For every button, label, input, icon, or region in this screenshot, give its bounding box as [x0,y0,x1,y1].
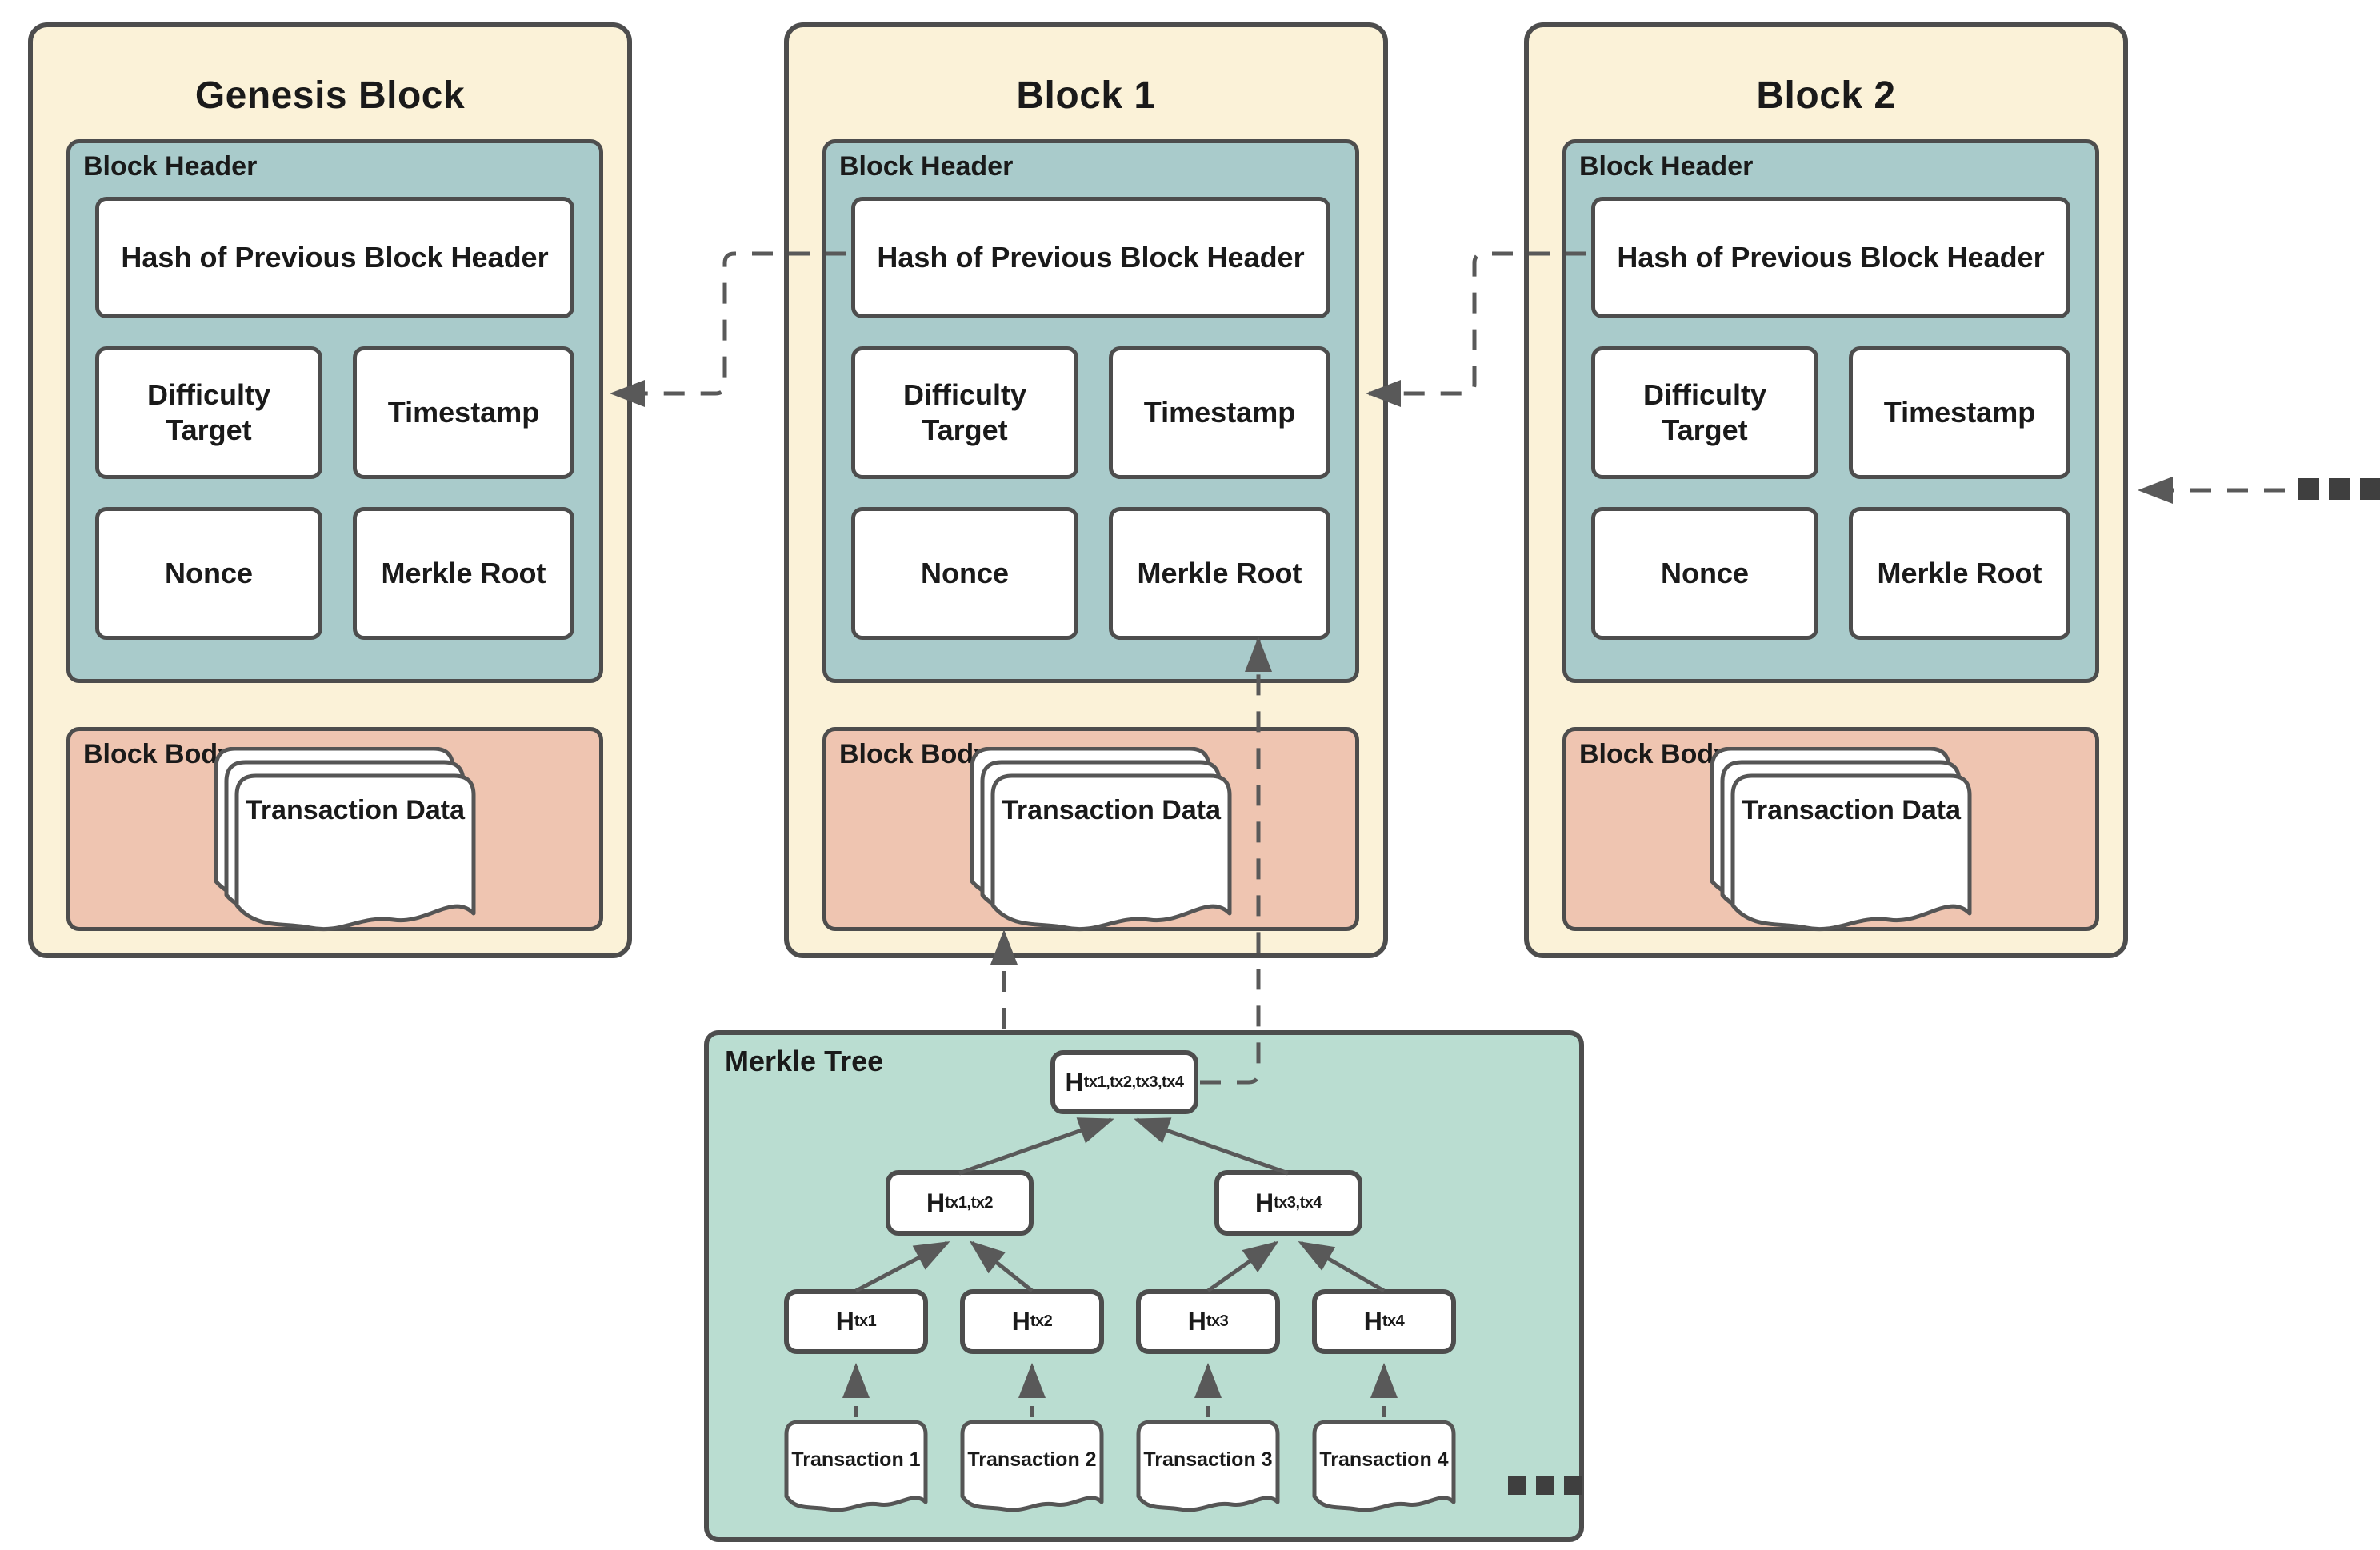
block-header-label: Block Header [1579,151,1754,182]
transaction-2-document: Transaction 2 [960,1420,1104,1525]
hash-of-previous-block-header-box: Hash of Previous Block Header [95,197,574,318]
block-2: Block 2 Block Header Hash of Previous Bl… [1524,22,2128,958]
genesis-block: Genesis Block Block Header Hash of Previ… [28,22,632,958]
block-body-label: Block Body [1579,739,1730,769]
document-icon [784,1420,928,1512]
block-header-label: Block Header [83,151,258,182]
transaction-3-document: Transaction 3 [1136,1420,1280,1525]
nonce-box: Nonce [851,507,1078,640]
difficulty-target-box: Difficulty Target [95,346,322,479]
merkle-root-box: Merkle Root [1849,507,2070,640]
block-header-panel: Block Header Hash of Previous Block Head… [1562,139,2099,683]
more-transactions-ellipsis-icon [1508,1476,1582,1495]
document-icon [1136,1420,1280,1512]
block-body-panel: Block Body Transaction Data [822,727,1359,932]
timestamp-box: Timestamp [1849,346,2070,479]
block-title: Block 2 [1756,74,1896,117]
block-header-panel: Block Header Hash of Previous Block Head… [822,139,1359,683]
transaction-data-document-icon [970,747,1232,932]
block-header-label: Block Header [839,151,1014,182]
document-icon [960,1420,1104,1512]
transaction-data-document-icon [214,747,476,932]
block-title: Genesis Block [194,74,466,117]
block-header-panel: Block Header Hash of Previous Block Head… [66,139,603,683]
transaction-data-label: Transaction Data [1002,795,1221,825]
merkle-root-box: Merkle Root [1109,507,1330,640]
transaction-4-document: Transaction 4 [1312,1420,1456,1525]
document-icon [1312,1420,1456,1512]
nonce-box: Nonce [1591,507,1818,640]
transaction-data-label: Transaction Data [246,795,465,825]
block-body-panel: Block Body Transaction Data [1562,727,2099,932]
block-body-panel: Block Body Transaction Data [66,727,603,932]
timestamp-box: Timestamp [1109,346,1330,479]
difficulty-target-box: Difficulty Target [1591,346,1818,479]
hash-of-previous-block-header-box: Hash of Previous Block Header [851,197,1330,318]
block-body-label: Block Body [83,739,234,769]
transaction-data-label: Transaction Data [1742,795,1961,825]
more-blocks-ellipsis-icon [2298,478,2380,500]
block-body-label: Block Body [839,739,990,769]
merkle-root-box: Merkle Root [353,507,574,640]
difficulty-target-box: Difficulty Target [851,346,1078,479]
block-title: Block 1 [1016,74,1156,117]
merkle-tree-label: Merkle Tree [725,1045,884,1077]
hash-of-previous-block-header-box: Hash of Previous Block Header [1591,197,2070,318]
timestamp-box: Timestamp [353,346,574,479]
block-1: Block 1 Block Header Hash of Previous Bl… [784,22,1388,958]
nonce-box: Nonce [95,507,322,640]
transaction-data-document-icon [1710,747,1972,932]
transaction-1-document: Transaction 1 [784,1420,928,1525]
